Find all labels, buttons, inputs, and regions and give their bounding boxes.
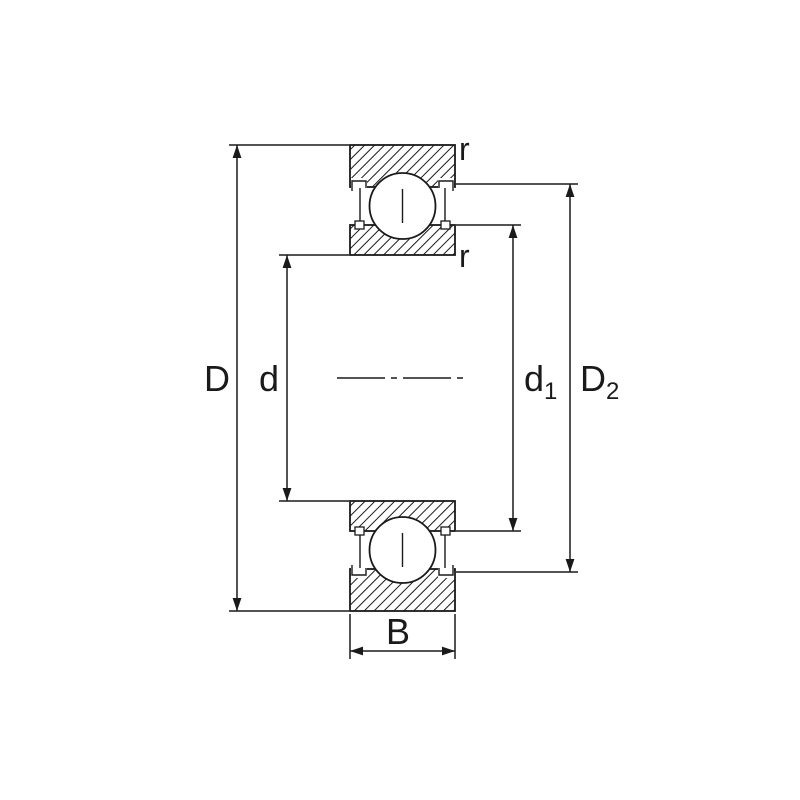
shield-groove-bottom-left (351, 567, 367, 578)
dimension-label-r-inner: r (459, 238, 470, 274)
dimension-label-r-outer: r (459, 131, 470, 167)
dimension-label-B: B (386, 611, 410, 652)
shield-foot-top-left (354, 220, 365, 230)
dimension-label-D: D (204, 358, 230, 399)
dimension-lines (229, 144, 578, 659)
dimension-label-D2-base: D (580, 358, 606, 399)
dimension-label-D2: D2 (580, 358, 619, 405)
outer-ring-bottom (349, 568, 456, 612)
shield-anchor-bottom-left (351, 565, 367, 576)
bearing-top-section (349, 144, 456, 256)
shield-anchor-top-left (351, 180, 367, 191)
shield-groove-top-left (351, 178, 367, 189)
shield-foot-bottom-left (354, 526, 365, 536)
dimension-label-d1: d1 (524, 358, 557, 405)
dimension-label-d: d (259, 358, 279, 399)
dimension-label-d1-subscript: 1 (544, 378, 557, 405)
dimension-labels: D d d1 D2 B r r (204, 131, 619, 652)
shield-anchor-bottom-right (438, 565, 454, 576)
shield-foot-top-right (440, 220, 451, 230)
dimension-label-D2-subscript: 2 (606, 378, 619, 405)
shield-groove-bottom-right (438, 567, 454, 578)
bearing-bottom-section (349, 500, 456, 612)
shield-anchor-top-right (438, 180, 454, 191)
shield-foot-bottom-right (440, 526, 451, 536)
shield-groove-top-right (438, 178, 454, 189)
dimension-label-d1-base: d (524, 358, 544, 399)
